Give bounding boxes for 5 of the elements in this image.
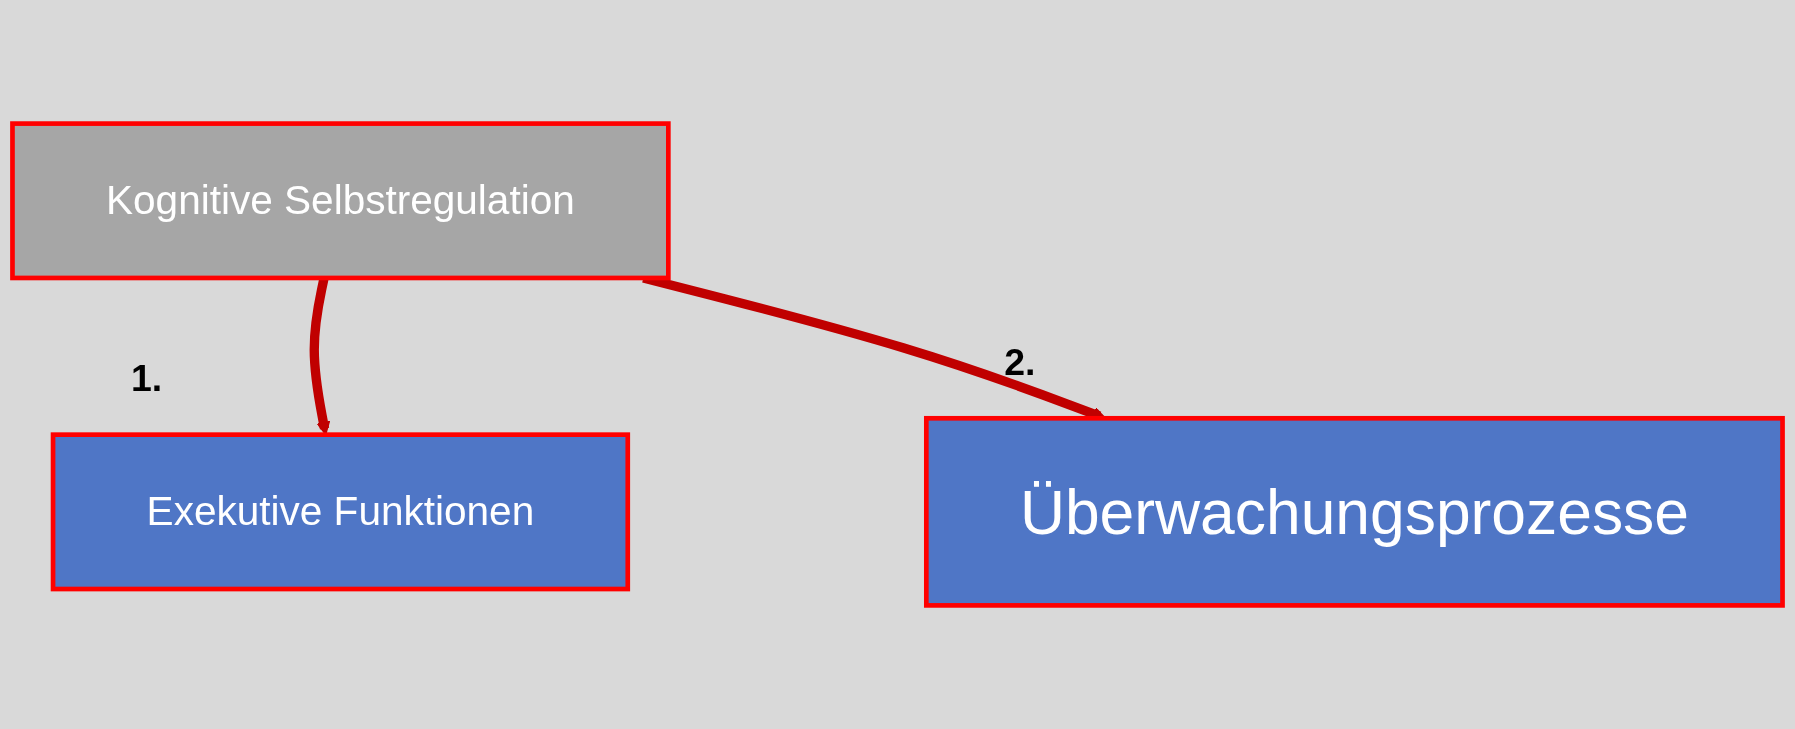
- node-box: Kognitive Selbstregulation: [10, 121, 671, 281]
- node-label: 2.: [1004, 340, 1036, 383]
- node-label: 1.: [131, 356, 163, 399]
- node-box: Überwachungsprozesse: [924, 415, 1785, 608]
- node-box: Exekutive Funktionen: [50, 432, 631, 592]
